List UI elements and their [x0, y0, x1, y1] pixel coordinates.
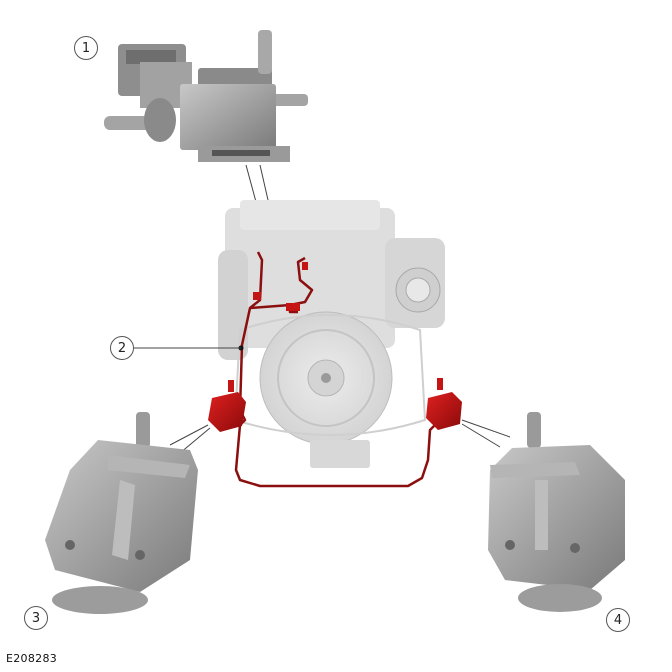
harness-connector-a: [253, 292, 261, 300]
callout-3: 3: [24, 606, 48, 630]
solenoid-valve: [104, 30, 308, 162]
callout-4: 4: [606, 608, 630, 632]
callout-2: 2: [110, 336, 134, 360]
right-mount-actuator: [426, 378, 462, 430]
callout-number: 3: [31, 610, 41, 626]
leader-line-3a: [169, 424, 209, 446]
leader-line-3b: [179, 427, 211, 454]
leader-line-4b: [461, 423, 501, 448]
callout-number: 4: [613, 612, 623, 628]
callout-number: 1: [81, 40, 91, 56]
engine-assembly: [218, 200, 445, 468]
figure-id-label: E208283: [6, 652, 58, 665]
harness-connector-c: [302, 262, 308, 270]
engine-mount-left: [45, 412, 198, 614]
leader-line-4a: [461, 419, 511, 438]
left-mount-actuator: [208, 380, 246, 432]
callout-number: 2: [117, 340, 127, 356]
callout-1: 1: [74, 36, 98, 60]
harness-connector-b: [286, 303, 300, 311]
engine-mount-right: [488, 412, 625, 612]
